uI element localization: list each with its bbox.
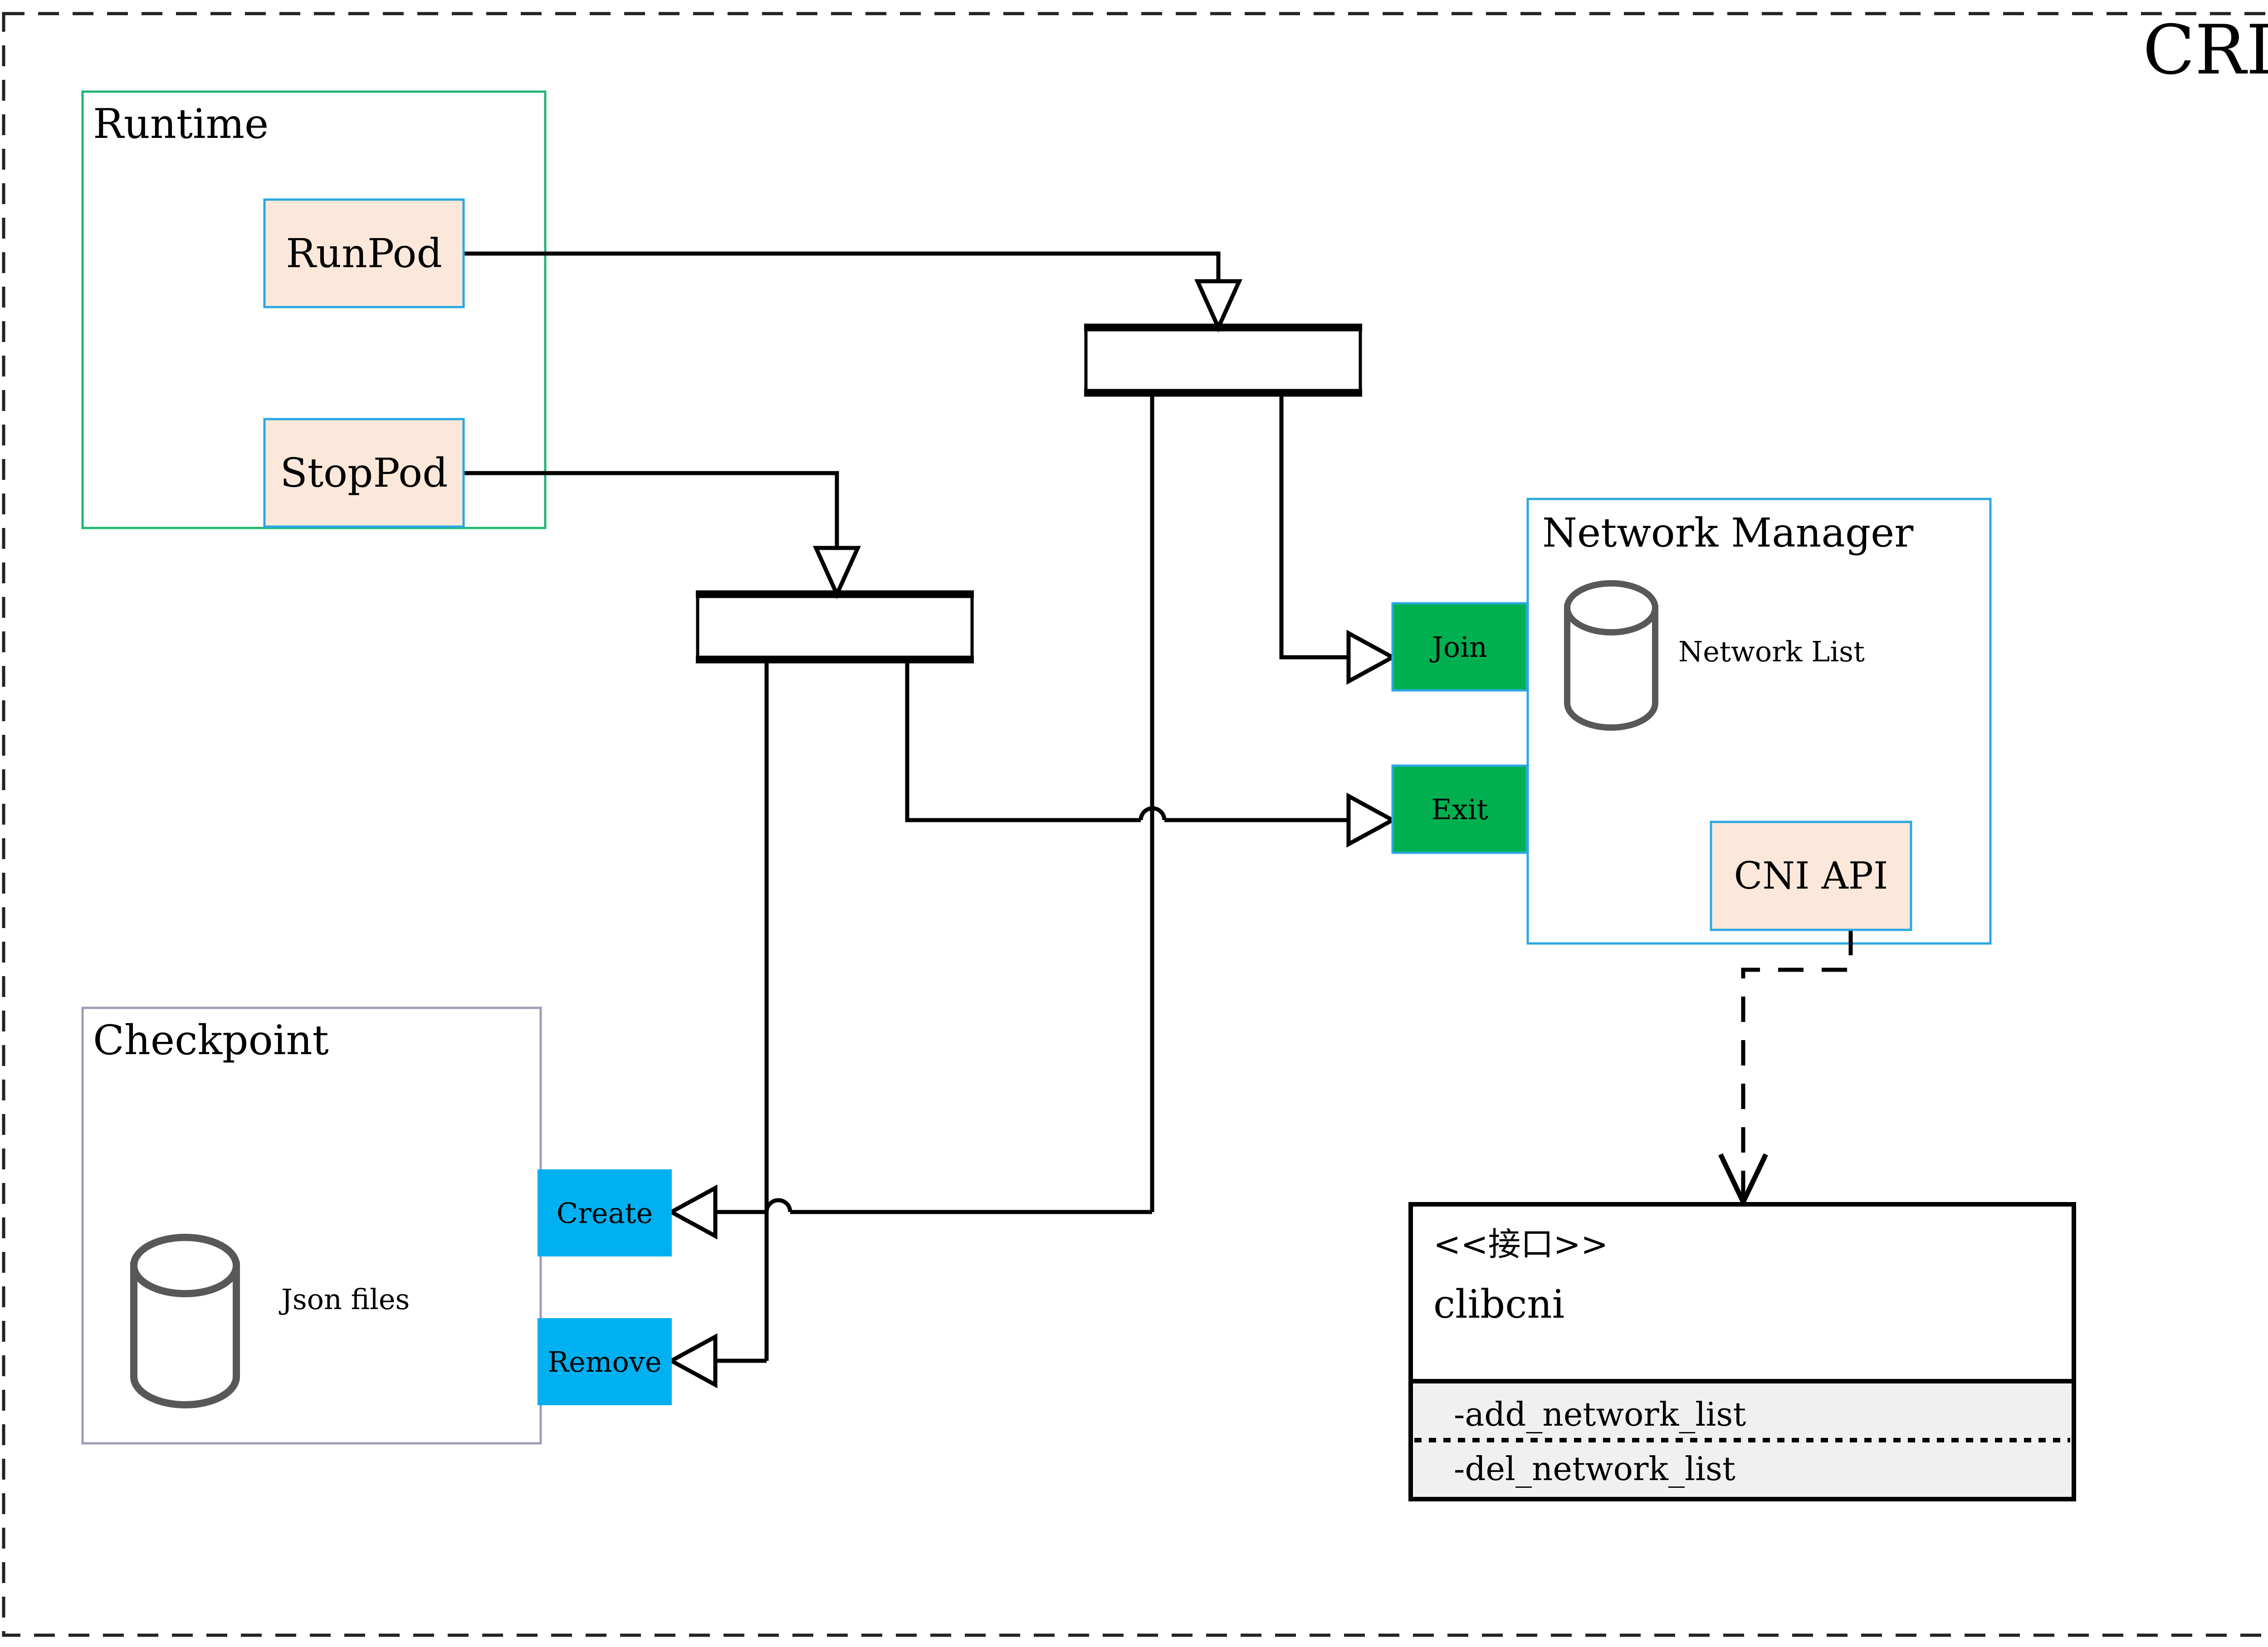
edge-hop-create-over-remove-leg (764, 1198, 792, 1212)
fork-bar-bottom (696, 590, 974, 664)
clibcni-name: clibcni (1433, 1282, 1565, 1327)
checkpoint-datastore-cylinder (130, 1234, 240, 1408)
clibcni-method-del: -del_network_list (1454, 1450, 1735, 1488)
edge-hop-exit-over-spine (1139, 806, 1167, 821)
arrowhead-into-fork-top (1194, 279, 1242, 332)
edge-stoppod-to-fork-bottom (464, 471, 839, 581)
exit-box[interactable] (1391, 764, 1528, 854)
arrowhead-into-exit (1346, 792, 1397, 848)
edge-fork-top-right-leg-to-join (1279, 392, 1368, 660)
stoppod-box[interactable] (263, 418, 465, 528)
checkpoint-package-label: Checkpoint (93, 1017, 329, 1064)
clibcni-stereotype: <<接口>> (1433, 1225, 1608, 1263)
outer-dashed-frame (2, 12, 2268, 1637)
remove-box[interactable] (538, 1318, 672, 1405)
arrowhead-into-join (1346, 630, 1397, 685)
clibcni-method-add: -add_network_list (1454, 1395, 1746, 1433)
network-manager-package-label: Network Manager (1542, 509, 1914, 556)
page-title: CRI (2143, 11, 2268, 90)
edge-fork-bottom-right-leg-to-exit (905, 660, 1141, 822)
create-box[interactable] (538, 1169, 672, 1256)
fork-bar-top (1084, 323, 1362, 397)
join-box[interactable] (1391, 602, 1528, 692)
checkpoint-store-label: Json files (281, 1283, 410, 1316)
clibcni-interface-box (1408, 1202, 2076, 1501)
cni-api-box[interactable] (1710, 821, 1912, 931)
network-list-store-label: Network List (1678, 635, 1865, 668)
arrowhead-into-fork-bottom (813, 546, 861, 599)
arrowhead-into-remove (667, 1333, 718, 1388)
network-list-datastore-cylinder (1564, 580, 1658, 731)
edge-runpod-to-fork-top (464, 251, 1221, 313)
runtime-package-label: Runtime (93, 100, 269, 148)
edge-cniapi-to-clibcni-dashed (1741, 930, 1853, 1201)
arrowhead-into-create (667, 1184, 718, 1240)
runpod-box[interactable] (263, 198, 465, 308)
